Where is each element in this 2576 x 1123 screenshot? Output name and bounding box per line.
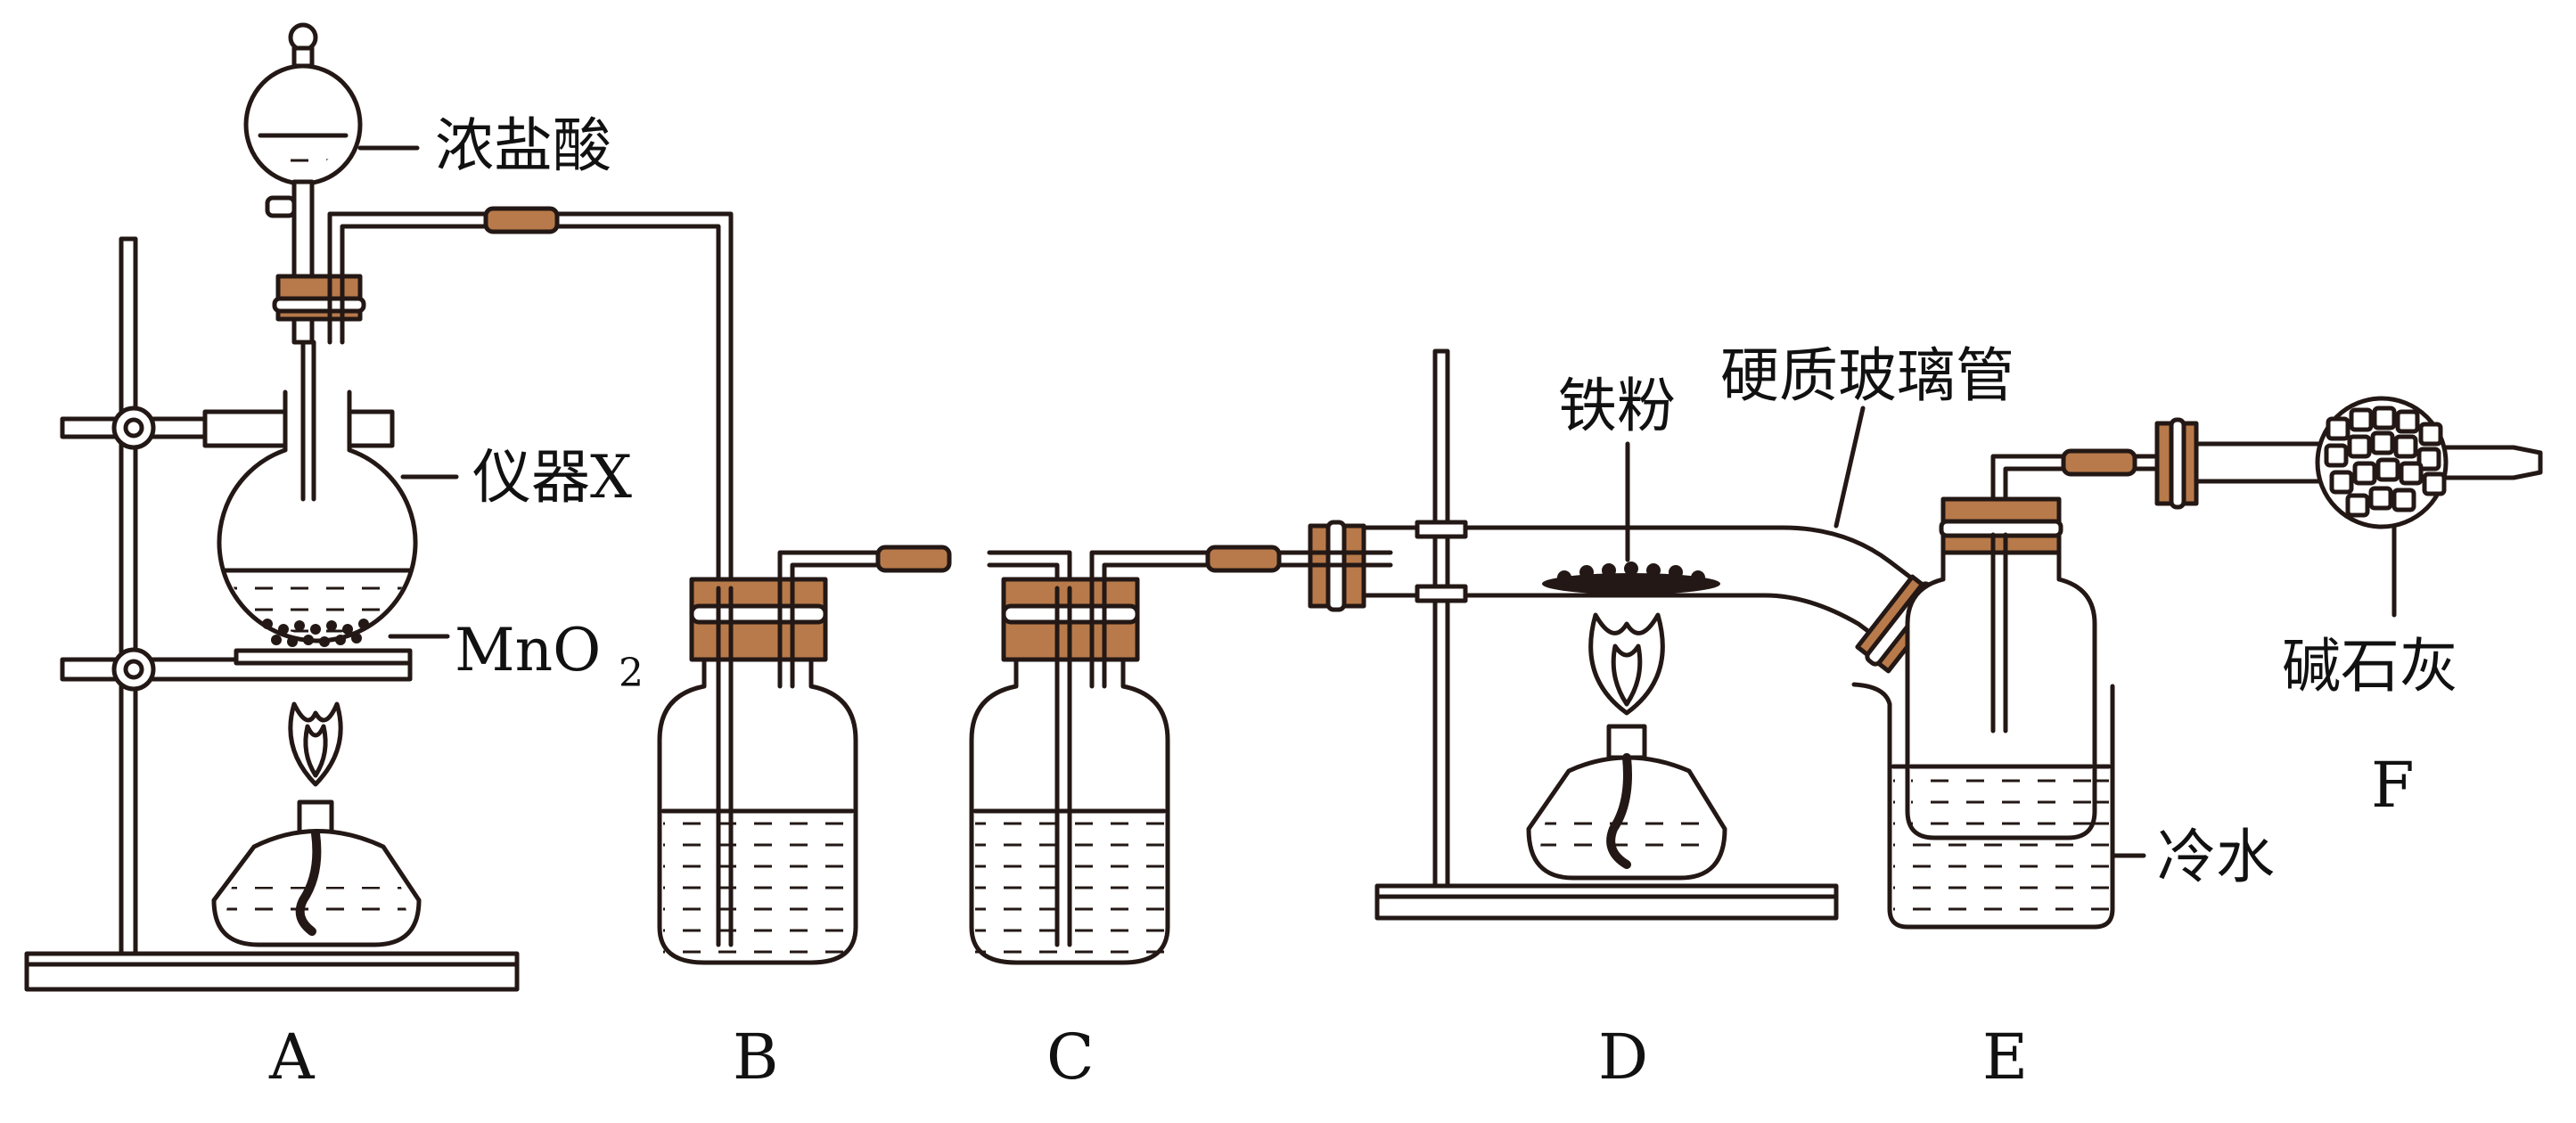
label-soda-lime: 碱石灰 bbox=[2282, 632, 2458, 701]
stand-base-a bbox=[24, 951, 520, 992]
solid-granules-icon bbox=[1542, 562, 1720, 594]
solid-granules-icon bbox=[2324, 406, 2447, 518]
station-label-e: E bbox=[1982, 1021, 2028, 1094]
station-label-f: F bbox=[2371, 749, 2415, 822]
alcohol-lamp-flame-icon bbox=[1588, 612, 1665, 716]
label-instrument-x: 仪器X bbox=[472, 443, 632, 512]
label-mno2-subscript: 2 bbox=[619, 651, 644, 696]
wire-gauze bbox=[234, 648, 413, 666]
stand-rod-a bbox=[119, 236, 138, 956]
label-conc-hcl: 浓盐酸 bbox=[435, 111, 611, 180]
alcohol-lamp-d bbox=[1526, 612, 1727, 881]
station-label-d: D bbox=[1598, 1021, 1648, 1094]
hard-glass-tube bbox=[1361, 525, 1937, 653]
station-e-collection bbox=[1851, 448, 2195, 930]
station-f-drying-tube bbox=[2154, 396, 2543, 618]
beaker bbox=[1851, 682, 2115, 930]
label-cold-water: 冷水 bbox=[2157, 823, 2275, 891]
round-bottom-flask-x bbox=[217, 274, 418, 647]
station-label-b: B bbox=[733, 1021, 778, 1094]
station-c-drying-bottle bbox=[969, 550, 1233, 965]
alcohol-lamp-a bbox=[211, 701, 422, 947]
label-iron-powder: 铁粉 bbox=[1558, 372, 1676, 440]
label-hard-glass-tube: 硬质玻璃管 bbox=[1720, 341, 2014, 410]
solid-granules-icon bbox=[262, 619, 369, 647]
alcohol-lamp-flame-icon bbox=[288, 701, 343, 787]
station-a-chlorine-generator bbox=[24, 22, 734, 992]
station-d-hard-glass-tube bbox=[1276, 348, 1946, 921]
station-b-wash-bottle bbox=[657, 550, 921, 965]
station-label-c: C bbox=[1046, 1021, 1095, 1094]
station-label-a: A bbox=[268, 1021, 316, 1094]
label-mno2: MnO bbox=[455, 616, 601, 684]
